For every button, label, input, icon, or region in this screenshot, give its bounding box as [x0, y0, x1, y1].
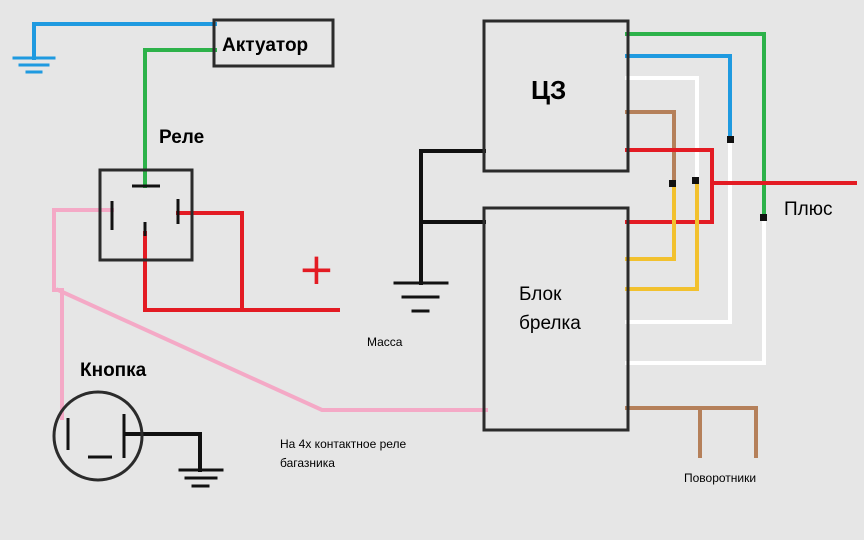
fob-unit-label-line2: брелка	[519, 313, 581, 334]
ground-label: Масса	[367, 335, 403, 349]
blue-wire-actuator-ground	[32, 22, 217, 60]
white-wire-fob-bottom	[625, 216, 766, 365]
ground-symbol-actuator	[12, 56, 56, 74]
ground-symbol-mass	[393, 281, 449, 313]
fob-unit-label-line1: Блок	[519, 284, 562, 305]
ground-symbol-button	[178, 468, 224, 488]
trunk-note-line2: багазника	[280, 456, 335, 470]
plus-word-label: Плюс	[784, 199, 833, 220]
junction-dot	[692, 177, 699, 184]
relay-box	[98, 168, 194, 262]
green-wire-relay-actuator	[143, 48, 217, 188]
junction-dot	[760, 214, 767, 221]
brown-wire-cz-fob	[625, 110, 676, 186]
pink-wire-fob	[55, 287, 488, 412]
plus-sign-label: +	[298, 244, 335, 295]
white-wire-fob-top	[625, 138, 732, 324]
fob-unit-box	[482, 206, 630, 432]
central-lock-box	[482, 19, 630, 173]
junction-dot	[669, 180, 676, 187]
junction-dot	[727, 136, 734, 143]
yellow-wire-fob-2	[625, 179, 699, 291]
trunk-note-line1: На 4х контактное реле	[280, 437, 407, 451]
green-wire-cz-plus	[625, 32, 766, 220]
black-wire-button-ground	[124, 432, 202, 472]
yellow-wire-fob-1	[625, 182, 676, 261]
black-wire-mass-cz	[419, 149, 486, 285]
actuator-label: Актуатор	[222, 35, 308, 56]
central-lock-label: ЦЗ	[531, 75, 566, 105]
button-label: Кнопка	[80, 360, 147, 381]
white-wire-cz-fob	[625, 76, 699, 183]
red-wire-cz-plus	[625, 148, 714, 224]
brown-wire-turn-signals	[625, 406, 758, 458]
relay-label: Реле	[159, 127, 204, 148]
actuator-box	[212, 18, 335, 68]
pink-wire-relay	[52, 208, 114, 420]
blue-wire-cz-fob	[625, 54, 732, 142]
button-symbol	[52, 390, 144, 482]
turn-signals-label: Поворотники	[684, 471, 756, 485]
